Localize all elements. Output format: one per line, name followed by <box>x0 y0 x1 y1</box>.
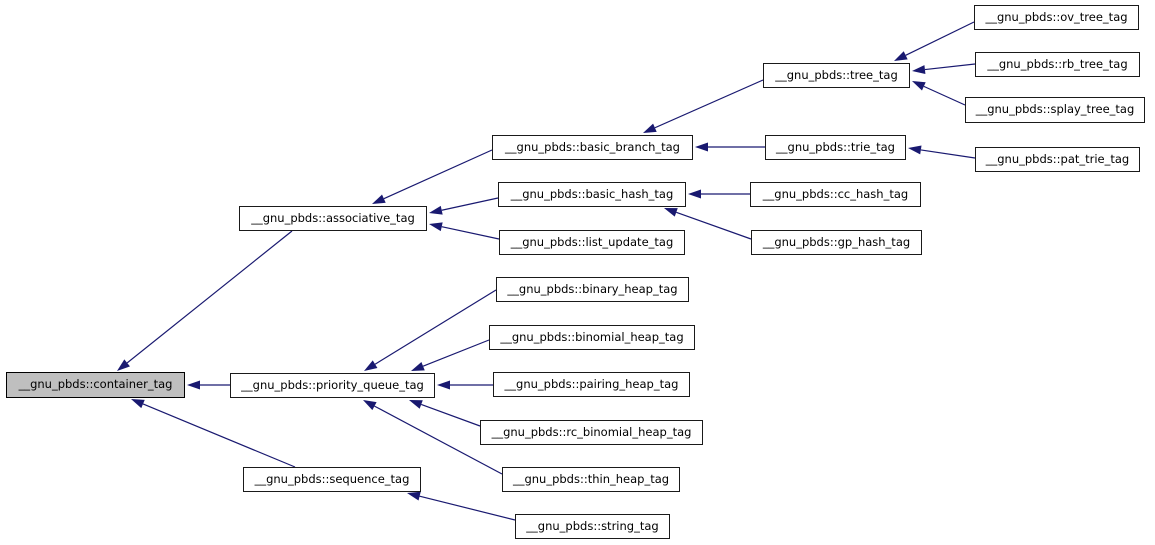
inheritance-arrow-ov_tree_tag-to-tree_tag <box>894 21 975 61</box>
node-gp_hash_tag[interactable]: __gnu_pbds::gp_hash_tag <box>751 230 922 255</box>
node-rc_binomial_heap_tag[interactable]: __gnu_pbds::rc_binomial_heap_tag <box>480 420 703 445</box>
node-cc_hash_tag[interactable]: __gnu_pbds::cc_hash_tag <box>750 182 921 207</box>
node-tree_tag[interactable]: __gnu_pbds::tree_tag <box>763 63 910 88</box>
inheritance-arrow-binary_heap_tag-to-priority_queue_tag <box>364 289 497 371</box>
inheritance-arrow-string_tag-to-sequence_tag <box>407 491 516 521</box>
inheritance-arrow-priority_queue_tag-to-container_tag <box>187 380 230 390</box>
node-rb_tree_tag[interactable]: __gnu_pbds::rb_tree_tag <box>975 52 1140 77</box>
inheritance-arrow-splay_tree_tag-to-tree_tag <box>912 81 966 106</box>
inheritance-arrow-cc_hash_tag-to-basic_hash_tag <box>688 189 750 199</box>
inheritance-arrow-basic_hash_tag-to-associative_tag <box>429 197 499 215</box>
node-pairing_heap_tag[interactable]: __gnu_pbds::pairing_heap_tag <box>493 372 690 397</box>
node-basic_hash_tag[interactable]: __gnu_pbds::basic_hash_tag <box>498 182 686 207</box>
inheritance-arrow-rb_tree_tag-to-tree_tag <box>912 63 976 75</box>
node-thin_heap_tag[interactable]: __gnu_pbds::thin_heap_tag <box>502 467 680 492</box>
node-ov_tree_tag[interactable]: __gnu_pbds::ov_tree_tag <box>974 5 1139 30</box>
node-priority_queue_tag[interactable]: __gnu_pbds::priority_queue_tag <box>230 373 435 398</box>
inheritance-arrow-sequence_tag-to-container_tag <box>131 399 296 468</box>
inheritance-arrow-basic_branch_tag-to-associative_tag <box>372 149 493 204</box>
inheritance-arrow-tree_tag-to-basic_branch_tag <box>643 79 764 133</box>
node-pat_trie_tag[interactable]: __gnu_pbds::pat_trie_tag <box>975 147 1140 172</box>
node-splay_tree_tag[interactable]: __gnu_pbds::splay_tree_tag <box>965 97 1145 123</box>
node-string_tag[interactable]: __gnu_pbds::string_tag <box>515 514 670 539</box>
node-binary_heap_tag[interactable]: __gnu_pbds::binary_heap_tag <box>496 277 689 302</box>
node-trie_tag[interactable]: __gnu_pbds::trie_tag <box>765 135 906 160</box>
inheritance-arrow-associative_tag-to-container_tag <box>117 230 293 371</box>
node-basic_branch_tag[interactable]: __gnu_pbds::basic_branch_tag <box>492 135 693 160</box>
node-associative_tag[interactable]: __gnu_pbds::associative_tag <box>239 206 427 231</box>
node-list_update_tag[interactable]: __gnu_pbds::list_update_tag <box>499 230 685 255</box>
inheritance-arrow-rc_binomial_heap_tag-to-priority_queue_tag <box>409 400 481 427</box>
node-container_tag[interactable]: __gnu_pbds::container_tag <box>6 372 185 398</box>
inheritance-arrow-binomial_heap_tag-to-priority_queue_tag <box>411 339 490 371</box>
node-sequence_tag[interactable]: __gnu_pbds::sequence_tag <box>243 467 421 492</box>
inheritance-arrow-list_update_tag-to-associative_tag <box>429 222 500 240</box>
node-binomial_heap_tag[interactable]: __gnu_pbds::binomial_heap_tag <box>489 325 695 350</box>
inheritance-arrow-pairing_heap_tag-to-priority_queue_tag <box>437 380 493 390</box>
inheritance-arrow-trie_tag-to-basic_branch_tag <box>695 142 765 152</box>
inheritance-arrow-pat_trie_tag-to-trie_tag <box>908 145 976 159</box>
